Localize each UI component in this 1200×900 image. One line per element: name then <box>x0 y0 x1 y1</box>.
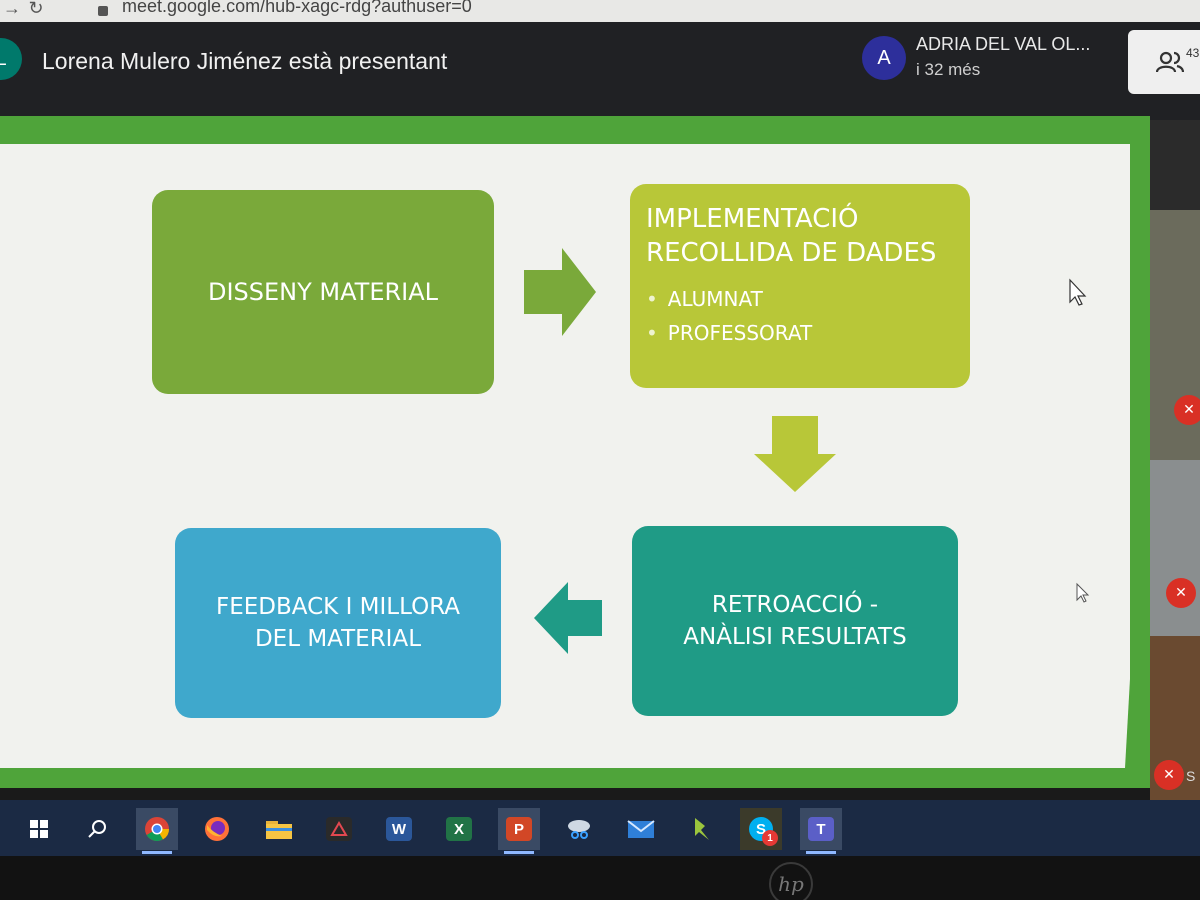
search-button[interactable] <box>76 808 118 850</box>
taskbar-mail[interactable] <box>620 808 662 850</box>
skype-letter: S <box>755 820 766 838</box>
participant-name: ADRIA DEL VAL OL... <box>916 34 1091 54</box>
word-icon: W <box>386 817 412 841</box>
mail-icon <box>627 820 655 838</box>
presenter-status: Lorena Mulero Jiménez està presentant <box>42 48 448 74</box>
taskbar-powerpoint[interactable]: P <box>498 808 540 854</box>
monitor-bezel: hp <box>0 856 1200 900</box>
arrow-right-icon <box>524 248 596 336</box>
participant-tile[interactable]: ✕ S <box>1150 636 1200 800</box>
box-disseny-label: DISSENY MATERIAL <box>207 278 439 306</box>
taskbar-teams[interactable]: T <box>800 808 842 854</box>
impl-title-line1: IMPLEMENTACIÓ <box>646 204 859 234</box>
list-item: PROFESSORAT <box>646 316 812 350</box>
feedback-line2: DEL MATERIAL <box>254 626 422 652</box>
list-item: ALUMNAT <box>646 282 812 316</box>
windows-icon <box>30 820 48 838</box>
folder-icon <box>266 821 292 839</box>
notification-badge: 1 <box>762 830 778 846</box>
taskbar-chrome[interactable] <box>136 808 178 854</box>
powerpoint-letter: P <box>513 820 524 838</box>
excel-icon: X <box>446 817 472 841</box>
impl-bullet-list: ALUMNAT PROFESSORAT <box>646 282 812 350</box>
participant-tile[interactable]: ✕ <box>1150 210 1200 460</box>
mouse-cursor-icon <box>1069 278 1087 306</box>
meet-header: L Lorena Mulero Jiménez està presentant … <box>0 22 1200 120</box>
back-arrow-icon[interactable]: → <box>3 0 21 18</box>
shared-screen: DISSENY MATERIAL IMPLEMENTACIÓ RECOLLIDA… <box>0 116 1150 788</box>
arrow-left-icon <box>534 582 602 654</box>
acrobat-icon <box>326 817 352 841</box>
powerpoint-icon: P <box>506 817 532 841</box>
retro-line2: ANÀLISI RESULTATS <box>683 624 907 650</box>
box-disseny-material: DISSENY MATERIAL <box>152 190 494 394</box>
participant-more-count: i 32 més <box>916 60 981 79</box>
taskbar-excel[interactable]: X <box>438 808 480 850</box>
box-retroaccio: RETROACCIÓ - ANÀLISI RESULTATS <box>632 526 958 716</box>
chrome-icon <box>145 817 169 842</box>
impl-title-line2: RECOLLIDA DE DADES <box>646 238 937 268</box>
mic-off-icon: ✕ <box>1166 578 1196 608</box>
windows-taskbar: W X P S 1 T <box>0 800 1200 856</box>
taskbar-file-explorer[interactable] <box>258 808 300 850</box>
people-button[interactable]: 43 <box>1128 30 1200 94</box>
box-feedback: FEEDBACK I MILLORA DEL MATERIAL <box>175 528 501 718</box>
mic-off-icon: ✕ <box>1174 395 1200 425</box>
retro-line1: RETROACCIÓ - <box>711 592 879 618</box>
taskbar-pin-tool[interactable] <box>680 808 722 850</box>
search-icon <box>88 820 106 838</box>
teams-letter: T <box>816 820 826 838</box>
participant-avatar[interactable]: A <box>862 36 906 80</box>
excel-letter: X <box>453 820 464 838</box>
hp-logo: hp <box>769 862 813 900</box>
participant-tiles: ✕ ✕ ✕ S <box>1150 120 1200 800</box>
taskbar-firefox[interactable] <box>196 808 238 850</box>
url-text[interactable]: meet.google.com/hub-xagc-rdg?authuser=0 <box>122 0 472 16</box>
tile-name-letter: S <box>1186 768 1196 784</box>
participant-tile[interactable]: ✕ <box>1150 460 1200 636</box>
mouse-cursor-icon-2 <box>1076 582 1090 603</box>
taskbar-word[interactable]: W <box>378 808 420 850</box>
scissors-icon <box>568 820 590 839</box>
teams-icon: T <box>808 817 834 841</box>
arrow-down-icon <box>754 416 836 492</box>
lock-icon <box>98 6 108 16</box>
presenter-avatar: L <box>0 38 22 80</box>
people-icon <box>1156 51 1184 73</box>
presentation-slide: DISSENY MATERIAL IMPLEMENTACIÓ RECOLLIDA… <box>0 144 1130 768</box>
feedback-line1: FEEDBACK I MILLORA <box>216 594 460 620</box>
pin-icon <box>695 818 709 840</box>
start-button[interactable] <box>18 808 60 850</box>
word-letter: W <box>391 820 407 838</box>
people-count: 43 <box>1186 46 1200 60</box>
mic-off-icon: ✕ <box>1154 760 1184 790</box>
box-implementacio: IMPLEMENTACIÓ RECOLLIDA DE DADES ALUMNAT… <box>630 184 970 388</box>
flow-arrows <box>524 248 1090 654</box>
hp-logo-text: hp <box>778 872 804 896</box>
reload-icon[interactable]: ↻ <box>28 0 44 18</box>
taskbar-acrobat[interactable] <box>318 808 360 850</box>
browser-address-bar: → ↻ meet.google.com/hub-xagc-rdg?authuse… <box>0 0 1200 22</box>
firefox-icon <box>205 817 229 841</box>
taskbar-skype[interactable]: S 1 <box>740 808 782 850</box>
box-implementacio-title: IMPLEMENTACIÓ RECOLLIDA DE DADES <box>646 202 936 270</box>
taskbar-snipping[interactable] <box>558 808 600 850</box>
